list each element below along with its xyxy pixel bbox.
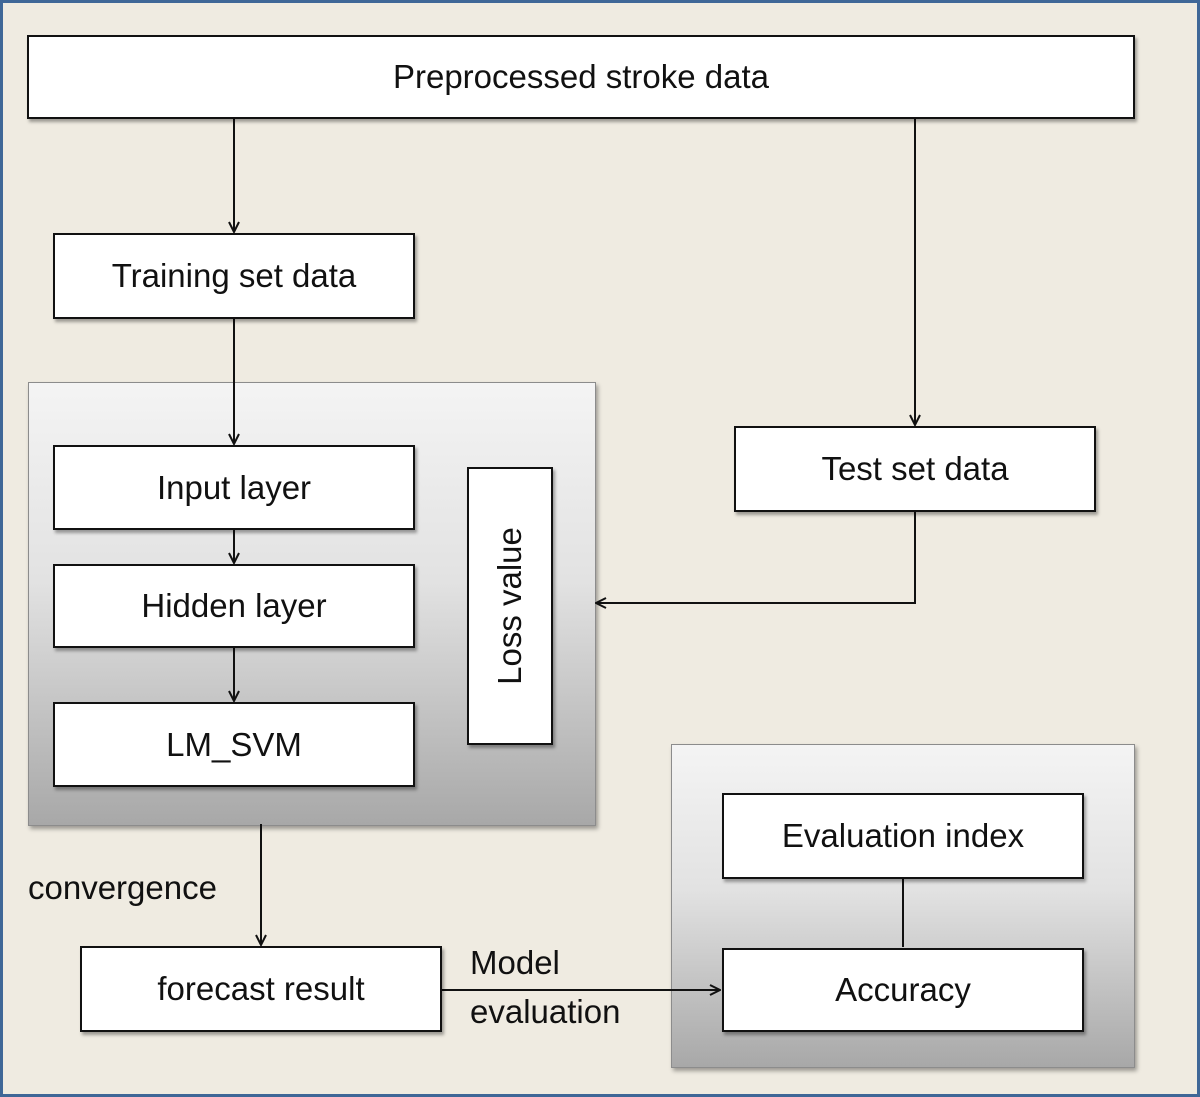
preprocessed-stroke-data-label: Preprocessed stroke data (392, 58, 770, 95)
input-layer-label: Input layer (156, 468, 312, 506)
convergence-label: convergence (28, 869, 217, 906)
training-set-data-box: Training set data (53, 233, 415, 319)
evaluation-index-box: Evaluation index (722, 793, 1084, 879)
hidden-layer-label: Hidden layer (141, 587, 327, 624)
forecast-result-box: forecast result (80, 946, 442, 1032)
lm-svm-label: LM_SVM (166, 725, 302, 763)
evaluation-index-label: Evaluation index (781, 817, 1025, 854)
accuracy-box: Accuracy (722, 948, 1084, 1032)
forecast-result-label: forecast result (157, 970, 365, 1007)
preprocessed-stroke-data-box: Preprocessed stroke data (27, 35, 1135, 119)
input-layer-box: Input layer (53, 445, 415, 530)
model-evaluation-label-line1: Model (470, 944, 560, 981)
accuracy-label: Accuracy (835, 971, 971, 1008)
model-evaluation-label-line2: evaluation (470, 993, 621, 1030)
hidden-layer-box: Hidden layer (53, 564, 415, 648)
loss-value-label: Loss value (491, 527, 529, 685)
training-set-data-label: Training set data (111, 257, 357, 294)
lm-svm-box: LM_SVM (53, 702, 415, 787)
loss-value-box: Loss value (467, 467, 553, 745)
test-set-data-label: Test set data (821, 450, 1009, 487)
arrow-test-to-network (596, 511, 916, 603)
test-set-data-box: Test set data (734, 426, 1096, 512)
